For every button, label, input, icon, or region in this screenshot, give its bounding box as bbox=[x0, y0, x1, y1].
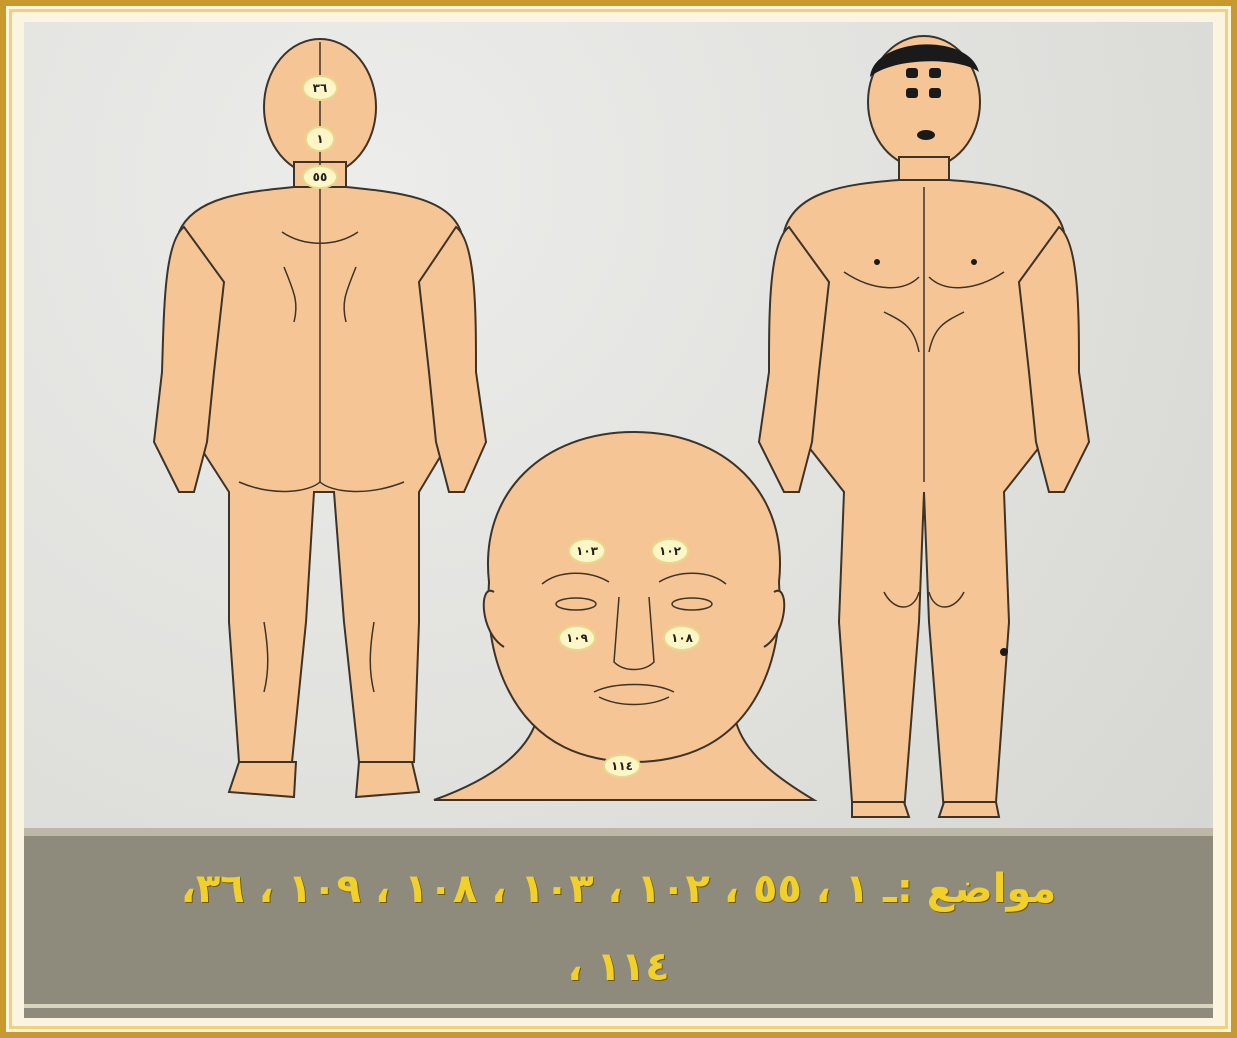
marker-55: ٥٥ bbox=[303, 166, 337, 188]
marker-36: ٣٦ bbox=[303, 76, 337, 100]
illustration-panel: ٣٦ ١ ٥٥ bbox=[24, 22, 1213, 828]
svg-text:٣٦: ٣٦ bbox=[313, 81, 328, 95]
body-diagram: ٣٦ ١ ٥٥ bbox=[24, 22, 1213, 828]
svg-text:١٠٢: ١٠٢ bbox=[659, 544, 682, 558]
svg-text:١٠٨: ١٠٨ bbox=[671, 631, 694, 645]
face-closeup bbox=[434, 432, 814, 800]
marker-114: ١١٤ bbox=[604, 755, 640, 777]
marker-109: ١٠٩ bbox=[559, 626, 595, 650]
svg-text:١٠٩: ١٠٩ bbox=[566, 631, 589, 645]
svg-text:١: ١ bbox=[316, 132, 323, 146]
svg-text:١٠٣: ١٠٣ bbox=[576, 544, 599, 558]
caption-bar: مواضع :ـ ١ ، ٥٥ ، ١٠٢ ، ١٠٣ ، ١٠٨ ، ١٠٩ … bbox=[24, 828, 1213, 1018]
marker-108: ١٠٨ bbox=[664, 626, 700, 650]
svg-text:١١٤: ١١٤ bbox=[611, 759, 633, 773]
marker-102: ١٠٢ bbox=[652, 539, 688, 563]
svg-text:٥٥: ٥٥ bbox=[313, 170, 328, 184]
caption-line-2: ١١٤ ، bbox=[24, 944, 1213, 990]
caption-line-1: مواضع :ـ ١ ، ٥٥ ، ١٠٢ ، ١٠٣ ، ١٠٨ ، ١٠٩ … bbox=[24, 866, 1213, 912]
caption-bottom-rule bbox=[24, 1004, 1213, 1008]
marker-103: ١٠٣ bbox=[569, 539, 605, 563]
marker-1: ١ bbox=[306, 127, 334, 151]
